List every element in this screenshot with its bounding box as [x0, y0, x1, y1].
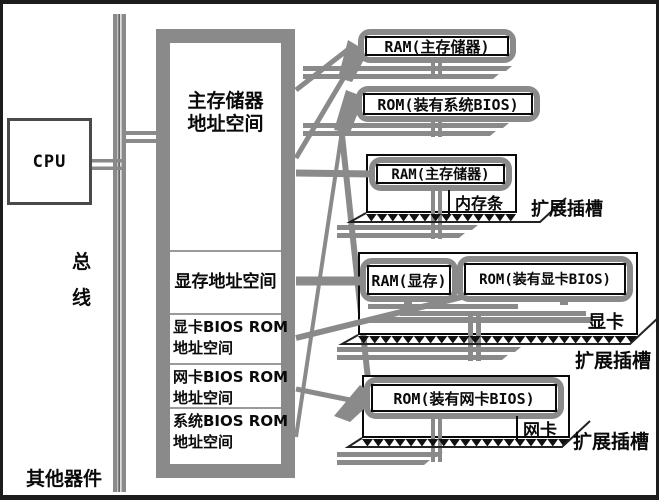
cpu-box: CPU — [7, 118, 92, 205]
ram-video-memory-callout: RAM(显存) — [360, 258, 458, 302]
bus-char-2: 线 — [72, 287, 92, 309]
mapping-lines-over-cards — [295, 169, 463, 341]
system-bus — [86, 14, 157, 492]
bus-addrbox-connector — [126, 131, 157, 135]
section-main-memory-address-space: 主存储器 地址空间 — [187, 90, 264, 135]
expansion-slot-label-1: 扩展插槽 — [531, 199, 603, 220]
internal-traces — [368, 186, 593, 462]
ram-main-memory-callout-module: RAM(主存储器) — [369, 157, 512, 191]
ram-main-memory-callout-top: RAM(主存储器) — [358, 29, 516, 63]
rom-system-bios-callout: ROM(装有系统BIOS) — [356, 86, 540, 122]
expansion-slot-label-2: 扩展插槽 — [575, 350, 652, 372]
other-devices-label: 其他器件 — [26, 468, 103, 490]
bus-char-1: 总 — [72, 251, 92, 273]
cpu-bus-connector — [86, 159, 123, 163]
section-video-bios-rom-address-space: 显卡BIOS ROM 地址空间 — [170, 313, 288, 363]
bus-label: 总 线 — [72, 247, 91, 310]
section-network-bios-rom-address-space: 网卡BIOS ROM 地址空间 — [170, 363, 288, 407]
section-system-bios-rom-address-space: 系统BIOS ROM 地址空间 — [170, 407, 288, 464]
rom-video-bios-callout: ROM(装有显卡BIOS) — [457, 256, 633, 302]
cpu-label: CPU — [32, 151, 67, 172]
bus-branch-ribbons — [303, 58, 521, 465]
video-card-label: 显卡 — [588, 312, 624, 333]
rom-network-bios-callout: ROM(装有网卡BIOS) — [364, 377, 564, 419]
expansion-slot-label-3: 扩展插槽 — [573, 431, 650, 453]
address-space-box: 主存储器 地址空间 显存地址空间 显卡BIOS ROM 地址空间 网卡BIOS … — [156, 29, 295, 478]
network-card-label: 网卡 — [516, 416, 557, 441]
memory-module-label: 内存条 — [448, 190, 503, 214]
section-video-memory-address-space: 显存地址空间 — [170, 250, 281, 313]
expansion-slot-outlines — [338, 197, 659, 448]
